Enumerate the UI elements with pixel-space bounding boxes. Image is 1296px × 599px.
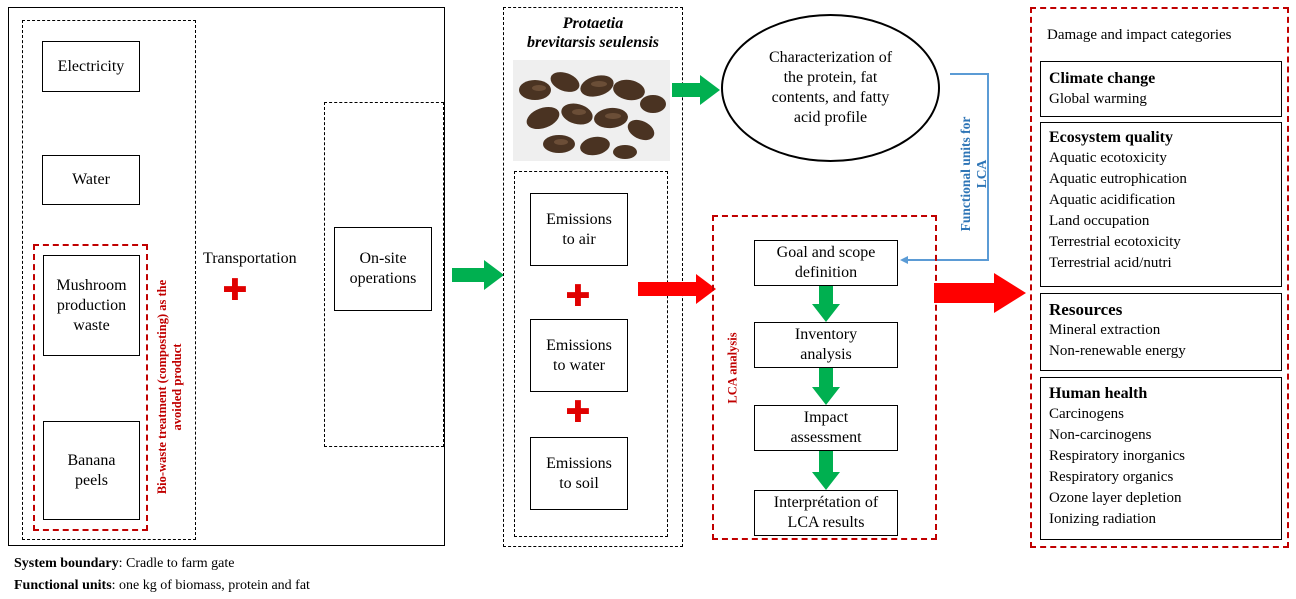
lca-analysis-group	[712, 215, 937, 540]
insect-group	[503, 7, 683, 547]
category-climate-change: Climate change Global warming	[1040, 61, 1282, 117]
impact-item: Terrestrial ecotoxicity	[1049, 234, 1181, 250]
impact-item: Ozone layer depletion	[1049, 490, 1182, 506]
characterization-ellipse: Characterization of the protein, fat con…	[721, 14, 940, 162]
red-arrow-icon	[934, 273, 1026, 313]
impact-item: Mineral extraction	[1049, 322, 1161, 338]
category-title: Human health	[1049, 385, 1148, 402]
plus-icon: ✚	[222, 273, 248, 308]
emissions-soil-box: Emissions to soil	[530, 437, 628, 510]
emissions-water-box: Emissions to water	[530, 319, 628, 392]
plus-icon: ✚	[565, 279, 591, 314]
down-arrow-icon	[812, 286, 840, 322]
insect-name: Protaetia brevitarsis seulensis	[526, 15, 659, 51]
larvae-photo	[513, 60, 670, 161]
impact-item: Land occupation	[1049, 213, 1150, 229]
category-resources: Resources Mineral extraction Non-renewab…	[1040, 293, 1282, 371]
impact-item: Terrestrial acid/nutri	[1049, 255, 1172, 271]
onsite-group	[324, 102, 444, 447]
lca-step-interpretation: Interprétation of LCA results	[754, 490, 898, 536]
green-arrow-icon	[672, 75, 720, 105]
avoided-product-group	[33, 244, 148, 531]
impact-item: Non-renewable energy	[1049, 343, 1186, 359]
red-arrow-icon	[638, 274, 716, 304]
plus-icon: ✚	[565, 395, 591, 430]
system-boundary-label: System boundary	[14, 556, 119, 571]
impact-item: Non-carcinogens	[1049, 427, 1152, 443]
impact-item: Ionizing radiation	[1049, 511, 1157, 527]
lca-step-inventory: Inventory analysis	[754, 322, 898, 368]
damage-categories-title: Damage and impact categories	[1047, 27, 1232, 43]
electricity-box: Electricity	[42, 41, 140, 92]
functional-units-note: Functional units: one kg of biomass, pro…	[14, 576, 310, 596]
down-arrow-icon	[812, 368, 840, 405]
onsite-operations-box: On-site operations	[334, 227, 432, 311]
category-title: Resources	[1049, 300, 1123, 319]
emissions-air-box: Emissions to air	[530, 193, 628, 266]
category-human-health: Human health Carcinogens Non-carcinogens…	[1040, 377, 1282, 540]
lca-step-goal-scope: Goal and scope definition	[754, 240, 898, 286]
banana-peels-box: Banana peels	[43, 421, 140, 520]
functional-units-note-value: : one kg of biomass, protein and fat	[111, 578, 310, 593]
impact-item: Aquatic ecotoxicity	[1049, 150, 1167, 166]
functional-units-note-label: Functional units	[14, 578, 112, 593]
impact-item: Global warming	[1049, 91, 1147, 107]
impact-item: Respiratory organics	[1049, 469, 1174, 485]
transportation-label: Transportation	[203, 250, 297, 267]
system-boundary-box	[8, 7, 445, 546]
water-box: Water	[42, 155, 140, 205]
lca-step-impact: Impact assessment	[754, 405, 898, 451]
category-ecosystem-quality: Ecosystem quality Aquatic ecotoxicity Aq…	[1040, 122, 1282, 287]
system-boundary-value: : Cradle to farm gate	[118, 556, 235, 571]
inputs-group	[22, 20, 196, 540]
damage-categories-group	[1030, 7, 1289, 548]
functional-units-connector	[900, 73, 989, 264]
mushroom-waste-box: Mushroom production waste	[43, 255, 140, 356]
system-boundary-note: System boundary: Cradle to farm gate	[14, 554, 234, 574]
green-arrow-icon	[452, 260, 504, 290]
impact-item: Respiratory inorganics	[1049, 448, 1185, 464]
down-arrow-icon	[812, 451, 840, 490]
impact-item: Carcinogens	[1049, 406, 1124, 422]
impact-item: Aquatic eutrophication	[1049, 171, 1187, 187]
emissions-group	[514, 171, 668, 537]
category-title: Ecosystem quality	[1049, 129, 1173, 146]
impact-item: Aquatic acidification	[1049, 192, 1176, 208]
category-title: Climate change	[1049, 70, 1156, 87]
